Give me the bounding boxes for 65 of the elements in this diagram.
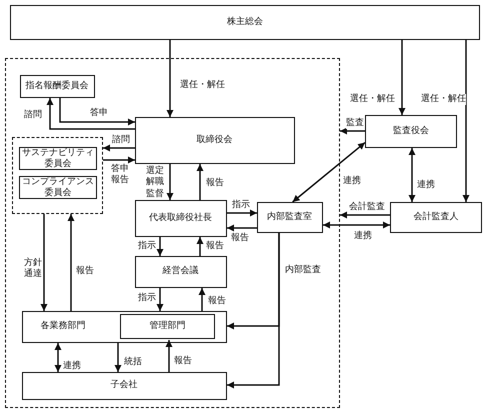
edge-label: 会計監査 [349, 202, 385, 214]
edge-label: 諮問 [112, 135, 130, 146]
edge-label: 連携 [63, 361, 81, 372]
edge-label: 報告 [231, 233, 249, 244]
arrow [103, 156, 135, 164]
edge-label: 報告 [76, 266, 94, 278]
edge-label: 連携 [354, 231, 372, 242]
arrow [40, 214, 48, 311]
department-box [22, 310, 226, 342]
arrow [103, 144, 135, 152]
arrow [54, 343, 62, 372]
arrow [166, 40, 174, 117]
arrow [227, 210, 257, 216]
committee-box: 指名報酬委員会 [20, 74, 94, 98]
edge-label: 選定解職監督 [146, 166, 165, 200]
edge-label: 答申 [90, 108, 108, 120]
edge-label: 答申報告 [111, 164, 130, 186]
arrow [156, 237, 164, 256]
department-label: 各業務部門 [40, 321, 86, 332]
edge-label: 報告 [206, 241, 224, 252]
edge-label: 連携 [417, 180, 435, 192]
edge-label: 指示 [232, 200, 250, 212]
edge-label: 連携 [343, 176, 361, 188]
edge-label: 監査 [346, 118, 364, 130]
arrow [59, 98, 135, 126]
arrow [323, 222, 390, 228]
arrow [196, 237, 204, 256]
edge-label: 報告 [208, 296, 226, 308]
arrow [166, 164, 174, 200]
arrow [398, 40, 406, 115]
organization-box: 経営会議 [134, 256, 226, 288]
arrow [227, 233, 280, 388]
arrow [462, 40, 470, 202]
department-box: 管理部門 [120, 314, 215, 339]
arrow [292, 142, 366, 203]
arrow [196, 164, 204, 200]
arrow [408, 148, 416, 202]
organization-box: 内部監査室 [256, 202, 322, 232]
edge-label: 選任・解任 [350, 94, 395, 106]
arrow [198, 288, 206, 311]
arrow [340, 212, 390, 218]
edge-label: 内部監査 [285, 265, 321, 276]
dashed-group-frame [12, 136, 102, 214]
arrow [68, 214, 74, 311]
committee-box: サステナビリティ委員会 [19, 147, 97, 170]
arrow [227, 224, 257, 232]
edge-label: 選任・解任 [421, 94, 466, 106]
organization-box: 監査役会 [365, 115, 457, 148]
edge-label: 選任・解任 [180, 80, 225, 92]
edge-label: 報告 [174, 356, 192, 368]
subsidiary-box: 子会社 [22, 372, 226, 400]
board-box: 取締役会 [134, 116, 294, 164]
arrow [156, 288, 164, 311]
organization-box: 会計監査人 [390, 202, 482, 233]
arrow [46, 98, 135, 130]
shareholders-box: 株主総会 [10, 5, 480, 40]
arrow [114, 343, 122, 372]
edge-label: 報告 [206, 178, 224, 190]
edge-label: 指示 [138, 241, 156, 252]
edge-label: 諮問 [24, 110, 42, 122]
organization-box: 代表取締役社長 [134, 200, 226, 236]
edge-label: 指示 [138, 293, 156, 304]
edge-label: 統括 [124, 357, 142, 368]
arrow [340, 128, 365, 134]
arrow [166, 340, 172, 372]
